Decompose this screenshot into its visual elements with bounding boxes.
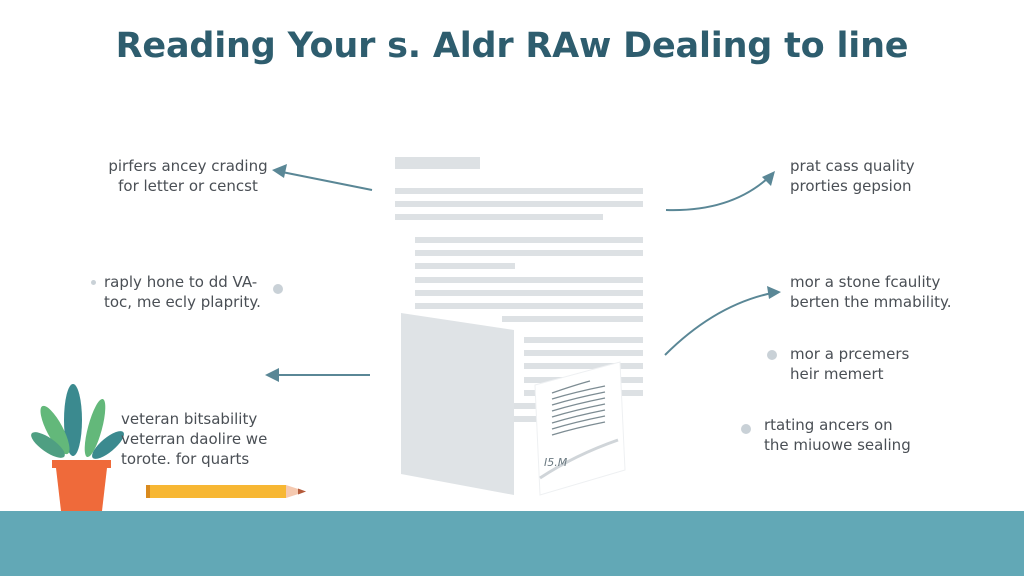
pencil-icon: [146, 485, 306, 498]
callout-left-3: veteran bitsability veterran daolire we …: [121, 409, 301, 469]
bullet-dot: [273, 284, 283, 294]
callout-text: mor a prcemers: [790, 345, 910, 363]
callout-left-1: pirfers ancey crading for letter or cenc…: [98, 156, 278, 196]
signature-text: I5.M: [544, 456, 568, 469]
callout-text: mor a stone fcaulity: [790, 273, 941, 291]
page-title: Reading Your s. Aldr RAw Dealing to line: [115, 26, 909, 66]
plant-icon: [31, 384, 124, 511]
callout-right-3: mor a prcemers heir memert: [790, 344, 990, 384]
bullet-dot: [91, 280, 96, 285]
document-icon: [395, 157, 643, 496]
callout-left-2: raply hone to dd VA- toc, me ecly plapri…: [104, 272, 284, 312]
arrow-right-top: [665, 177, 769, 212]
bullet-dot: [741, 424, 751, 434]
arrow-right-middle: [664, 292, 773, 356]
callout-text: torote. for quarts: [121, 450, 250, 468]
callout-text: pirfers ancey crading: [108, 157, 268, 175]
callout-right-4: rtating ancers on the miuowe sealing: [764, 415, 964, 455]
callout-text: the miuowe sealing: [764, 436, 911, 454]
callout-text: raply hone to dd VA-: [104, 273, 258, 291]
ground-bar: [0, 511, 1024, 576]
callout-right-1: prat cass quality prorties gepsion: [790, 156, 990, 196]
callout-text: veterran daolire we: [121, 430, 268, 448]
callout-text: toc, me ecly plaprity.: [104, 293, 261, 311]
callout-text: prat cass quality: [790, 157, 915, 175]
callout-text: prorties gepsion: [790, 177, 912, 195]
callout-text: for letter or cencst: [118, 177, 258, 195]
arrow-left-top: [281, 171, 373, 191]
callout-text: heir memert: [790, 365, 884, 383]
callout-text: rtating ancers on: [764, 416, 893, 434]
callout-text: berten the mmability.: [790, 293, 952, 311]
callout-text: veteran bitsability: [121, 410, 258, 428]
callout-right-2: mor a stone fcaulity berten the mmabilit…: [790, 272, 990, 312]
bullet-dot: [767, 350, 777, 360]
